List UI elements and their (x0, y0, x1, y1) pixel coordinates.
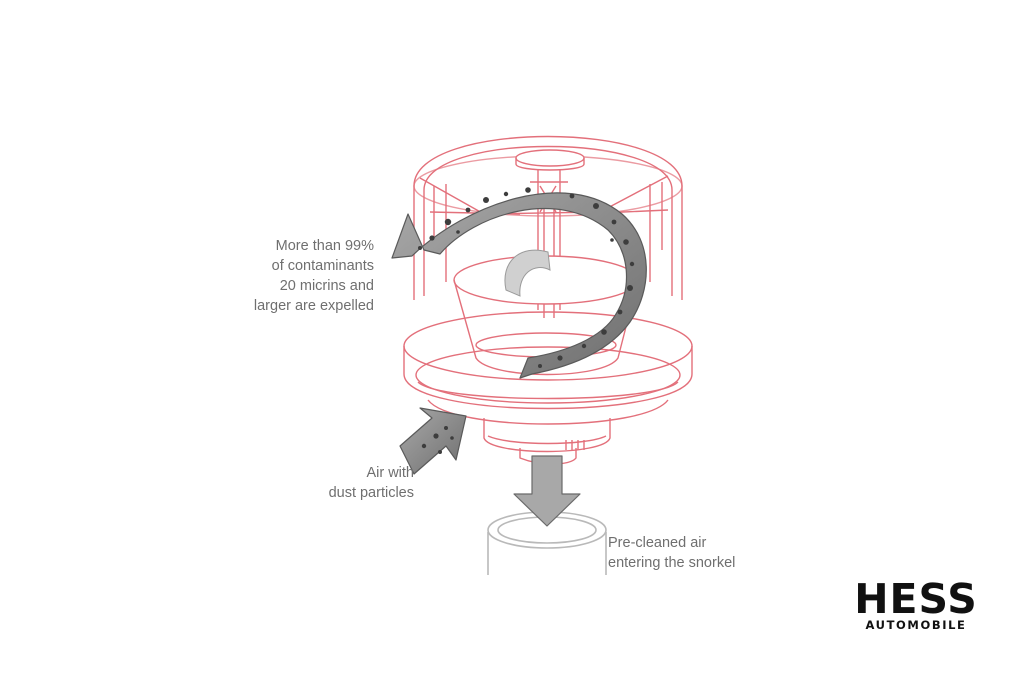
contaminants-expelled-label: More than 99% of contaminants 20 micrins… (253, 238, 374, 314)
pre-cleaned-air-label: Pre-cleaned air entering the snorkel (608, 535, 736, 571)
hess-automobile-logo: HESS AUTOMOBILE (850, 578, 982, 631)
dusty-air-label: Air with dust particles (328, 465, 414, 501)
logo-wordmark: HESS (854, 575, 978, 623)
logo-subtitle: AUTOMOBILE (865, 618, 967, 632)
pre-cleaned-air-arrow (513, 455, 581, 527)
swirl-arrow (391, 187, 647, 379)
pre-cleaner-housing (403, 135, 693, 465)
dust-particles-swirl (418, 187, 635, 368)
incoming-air-arrow (399, 407, 467, 475)
